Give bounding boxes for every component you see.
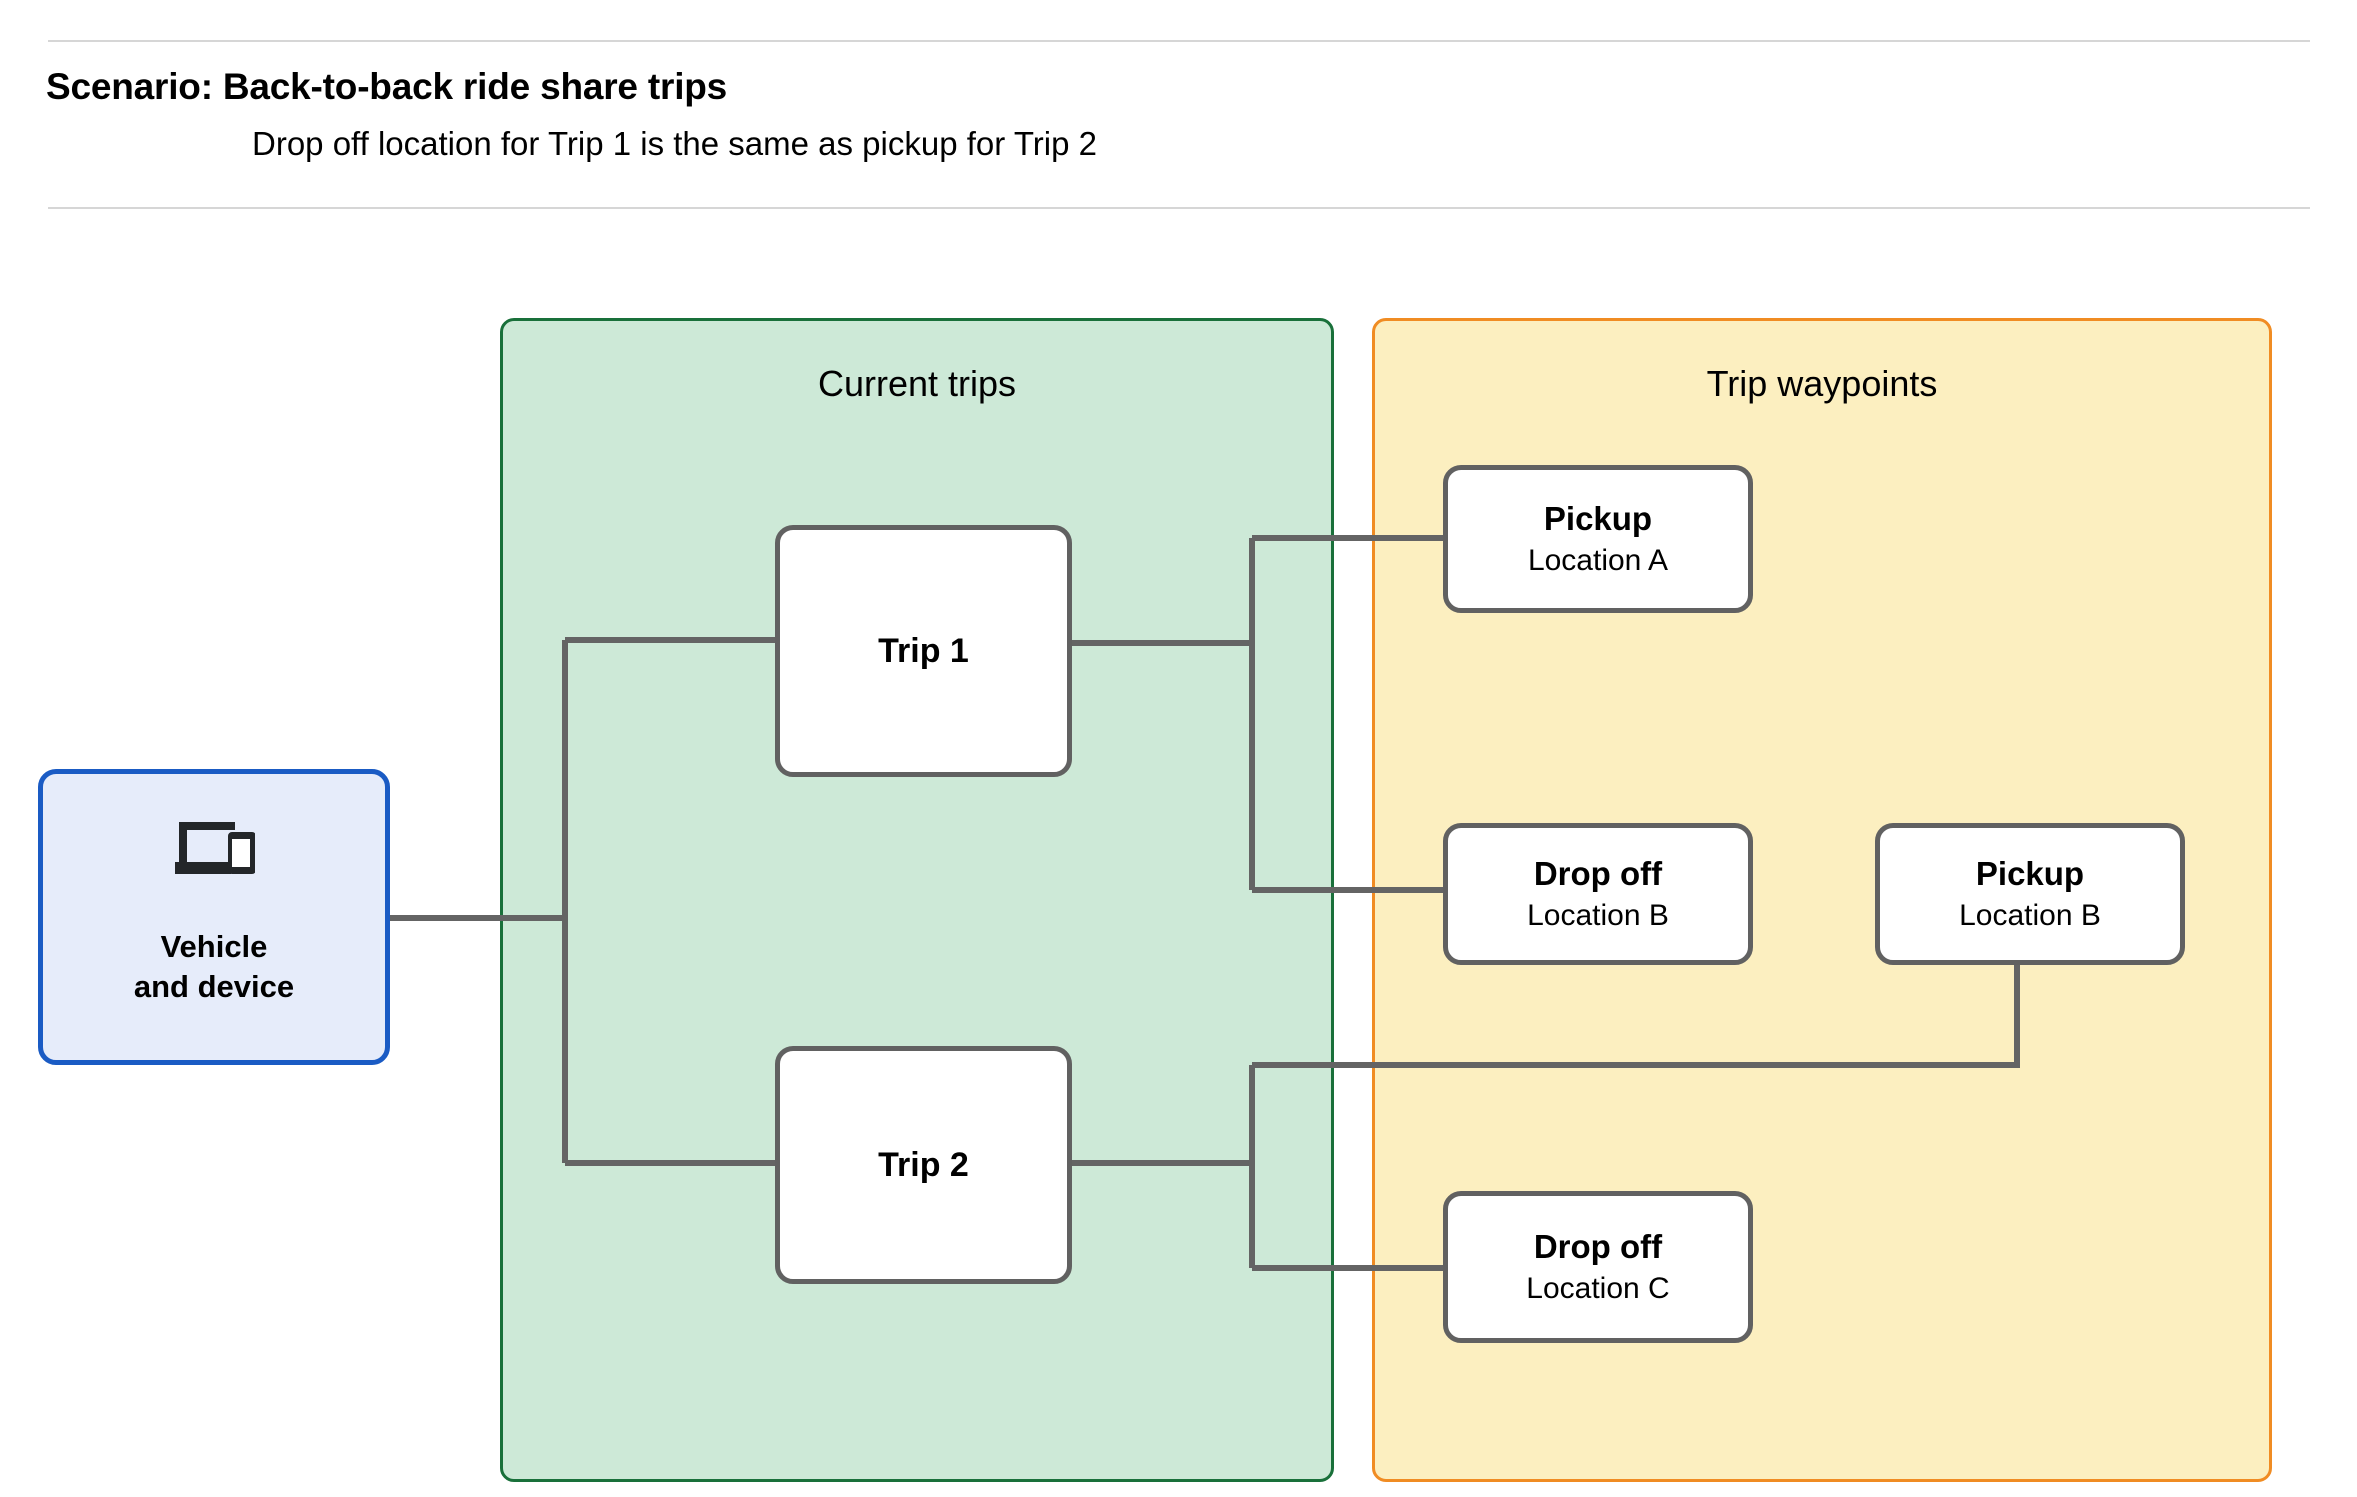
group-current-trips-title: Current trips — [817, 363, 1017, 404]
waypoint-type: Drop off — [1533, 854, 1663, 892]
waypoint-location: Location B — [1527, 898, 1669, 932]
trip-2-node[interactable]: Trip 2 — [775, 1046, 1072, 1284]
waypoint-type: Pickup — [1975, 854, 2085, 892]
waypoint-pickup-location-b[interactable]: Pickup Location B — [1875, 823, 2185, 965]
header-divider-bottom — [48, 207, 2310, 209]
waypoint-location: Location B — [1959, 898, 2101, 932]
waypoint-dropoff-location-c[interactable]: Drop off Location C — [1443, 1191, 1753, 1343]
trip-1-label: Trip 1 — [878, 631, 969, 670]
waypoint-location: Location A — [1527, 543, 1669, 577]
waypoint-dropoff-location-b[interactable]: Drop off Location B — [1443, 823, 1753, 965]
page-subtitle: Drop off location for Trip 1 is the same… — [252, 125, 1097, 162]
waypoint-location: Location C — [1526, 1271, 1670, 1305]
waypoint-pickup-location-a[interactable]: Pickup Location A — [1443, 465, 1753, 613]
group-current-trips: Current trips — [500, 318, 1334, 1482]
vehicle-and-device-node[interactable]: Vehicle and device — [38, 769, 390, 1065]
waypoint-type: Drop off — [1533, 1227, 1663, 1265]
waypoint-type: Pickup — [1543, 499, 1653, 537]
trip-2-label: Trip 2 — [878, 1145, 969, 1184]
trip-1-node[interactable]: Trip 1 — [775, 525, 1072, 777]
group-trip-waypoints-title: Trip waypoints — [1706, 363, 1938, 404]
page-title: Scenario: Back-to-back ride share trips — [46, 66, 728, 107]
devices-icon — [173, 818, 256, 881]
header-divider-top — [48, 40, 2310, 42]
vehicle-and-device-label: Vehicle and device — [133, 929, 295, 1005]
